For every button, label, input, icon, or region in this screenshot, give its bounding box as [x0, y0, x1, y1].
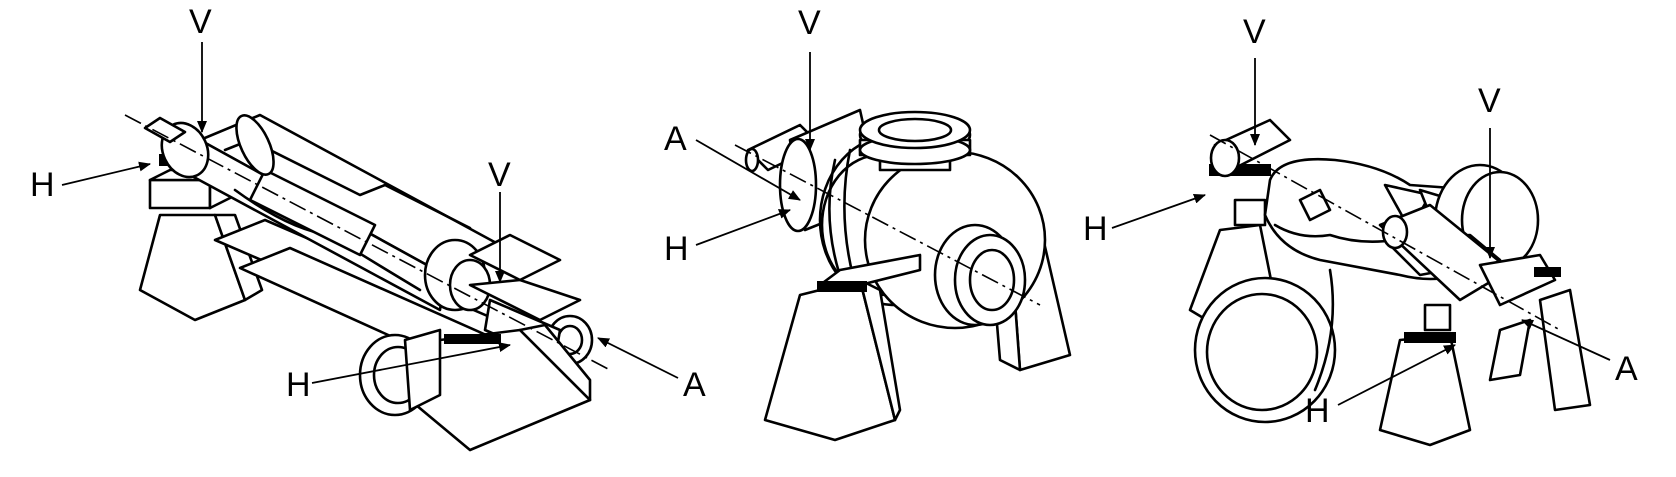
- arrow-a-icon: [597, 337, 679, 379]
- suction-nozzle: [933, 223, 1027, 327]
- split-case-pump-labels: V V H H A: [1083, 13, 1638, 430]
- end-suction-pump-drawing: [734, 108, 1072, 442]
- arrow-h-icon: [695, 209, 791, 246]
- label-v1: V: [189, 3, 212, 41]
- drive-end-bearing: [1209, 118, 1292, 178]
- arrow-h2-icon: [311, 342, 511, 384]
- arrow-a-icon: [695, 139, 801, 201]
- label-h: H: [664, 230, 689, 268]
- label-h1: H: [30, 166, 55, 204]
- multistage-pump-drawing: [124, 113, 611, 452]
- label-h2: H: [286, 366, 311, 404]
- arrow-h2-icon: [1337, 344, 1456, 406]
- centre-pedestal: [1378, 303, 1472, 447]
- right-bearing: [1378, 203, 1561, 307]
- label-v: V: [798, 4, 821, 42]
- right-pedestal: [1488, 288, 1592, 412]
- shaft-centerline: [1209, 134, 1561, 331]
- arrow-a-icon: [1521, 319, 1611, 361]
- label-v2: V: [488, 156, 511, 194]
- multistage-pump-labels: V H V H A: [30, 3, 706, 404]
- arrow-h1-icon: [1111, 193, 1206, 229]
- multistage-casing: [143, 113, 502, 312]
- label-a: A: [664, 120, 687, 158]
- label-h1: H: [1083, 210, 1108, 248]
- arrow-h1-icon: [61, 161, 151, 186]
- label-a: A: [683, 366, 706, 404]
- front-pedestal: [763, 253, 922, 442]
- label-a: A: [1615, 350, 1638, 388]
- shaft-centerline: [734, 144, 1041, 306]
- shaft-centerline: [124, 114, 611, 371]
- end-suction-pump-labels: V A H: [664, 4, 821, 268]
- label-h2: H: [1305, 392, 1330, 430]
- label-v2: V: [1478, 82, 1501, 120]
- split-case-pump-drawing: [1188, 118, 1592, 447]
- suction-flange: [358, 328, 442, 417]
- suction-flange: [1193, 268, 1337, 424]
- label-v1: V: [1243, 13, 1266, 51]
